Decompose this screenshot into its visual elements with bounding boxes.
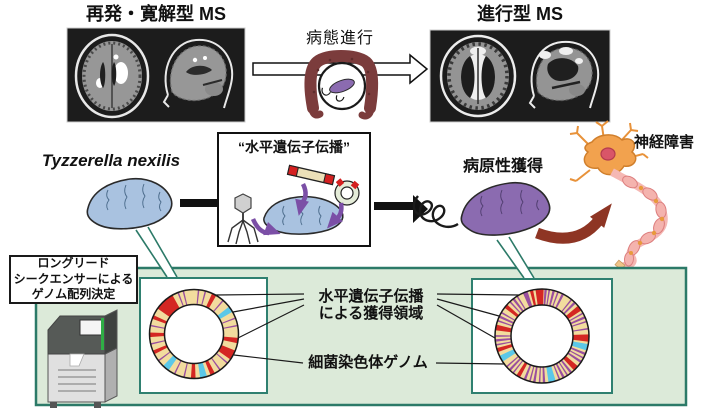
dna-fragment-icon	[286, 164, 336, 186]
brain-axial-atrophy-icon	[439, 34, 517, 118]
flow-bar	[180, 199, 218, 207]
plasmid-icon	[334, 178, 360, 206]
sequencer-label: ロングリード シークエンサーによる ゲノム配列決定	[10, 256, 137, 303]
nerve-damage-arrow	[535, 203, 612, 244]
bacterium-purple-icon	[460, 181, 551, 236]
callout-lines	[215, 293, 520, 365]
sequencer-machine-icon	[47, 309, 118, 408]
brain-sagittal-atrophy-icon	[528, 40, 600, 109]
chromosome-label: 細菌染色体ゲノム	[308, 354, 428, 371]
sequencer-label-line2: シークエンサーによる	[13, 271, 134, 286]
hgt-region-line1: 水平遺伝子伝播	[318, 288, 424, 305]
hgt-arrows	[250, 182, 344, 236]
nerve-damage-label: 神経障害	[634, 134, 695, 151]
sequencer-label-line1: ロングリード	[37, 256, 110, 271]
gut-bacterium-icon	[321, 78, 355, 102]
callout-wedge-right	[496, 236, 535, 279]
rrms-title: 再発・寛解型 MS	[85, 4, 226, 24]
intestine-icon	[304, 50, 379, 120]
bacterium-blue-icon	[86, 177, 173, 230]
sequencer-label-line3: ゲノム配列決定	[31, 287, 116, 302]
progression-label: 病態進行	[305, 30, 374, 47]
genome-ring-right	[494, 288, 590, 384]
callout-wedge-left	[135, 226, 178, 278]
hgt-region-label: 水平遺伝子伝播 による獲得領域	[302, 288, 440, 323]
pathogenicity-label: 病原性獲得	[462, 158, 543, 175]
hgt-box	[217, 132, 371, 247]
sequencer-label-box	[9, 255, 138, 304]
mri-panel-progressive	[429, 29, 611, 123]
pms-title: 進行型 MS	[476, 4, 563, 24]
hgt-region-line2: による獲得領域	[318, 304, 424, 322]
phage-icon	[227, 193, 259, 245]
hgt-box-title: “水平遺伝子伝播”	[238, 139, 350, 155]
brain-axial-icon	[74, 33, 150, 119]
genome-ring-left	[148, 288, 240, 380]
neuron-icon	[569, 120, 668, 271]
flagella-squiggle-icon	[412, 195, 459, 229]
species-name-label: Tyzzerella nexilis	[41, 151, 181, 170]
brain-sagittal-icon	[162, 38, 234, 109]
mri-panel-rrms	[66, 27, 246, 123]
